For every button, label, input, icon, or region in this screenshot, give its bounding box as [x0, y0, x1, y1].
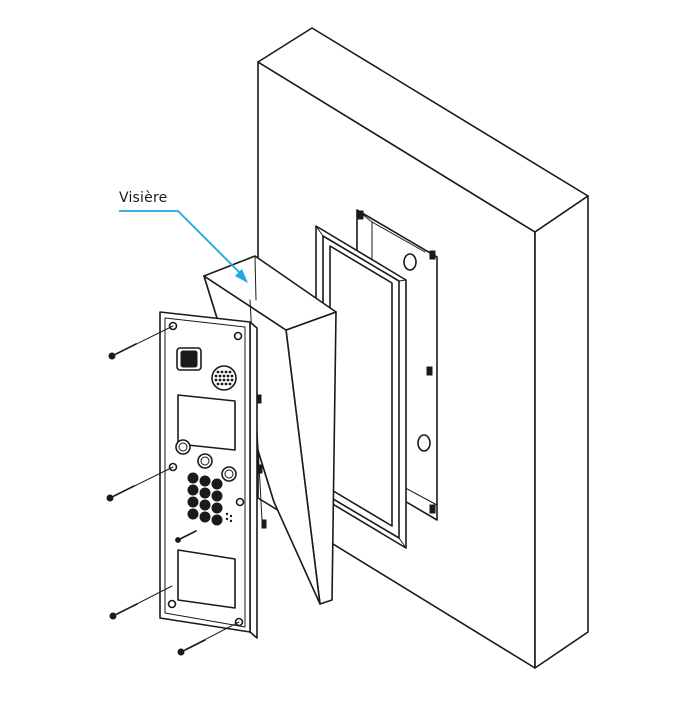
name-plate-window	[177, 549, 236, 609]
callout-leader	[119, 210, 248, 283]
screw	[109, 585, 173, 620]
screw	[108, 325, 174, 360]
camera-module	[176, 347, 202, 371]
speaker-grille	[211, 365, 237, 391]
door-station-panel	[159, 311, 258, 639]
mounting-frame	[315, 225, 407, 549]
screw	[106, 466, 174, 502]
display-window	[177, 394, 236, 451]
callout-label-visor: Visière	[119, 190, 168, 206]
fixing-screws	[106, 325, 240, 656]
call-buttons	[175, 439, 237, 482]
screw	[177, 621, 240, 656]
keypad	[187, 472, 233, 526]
